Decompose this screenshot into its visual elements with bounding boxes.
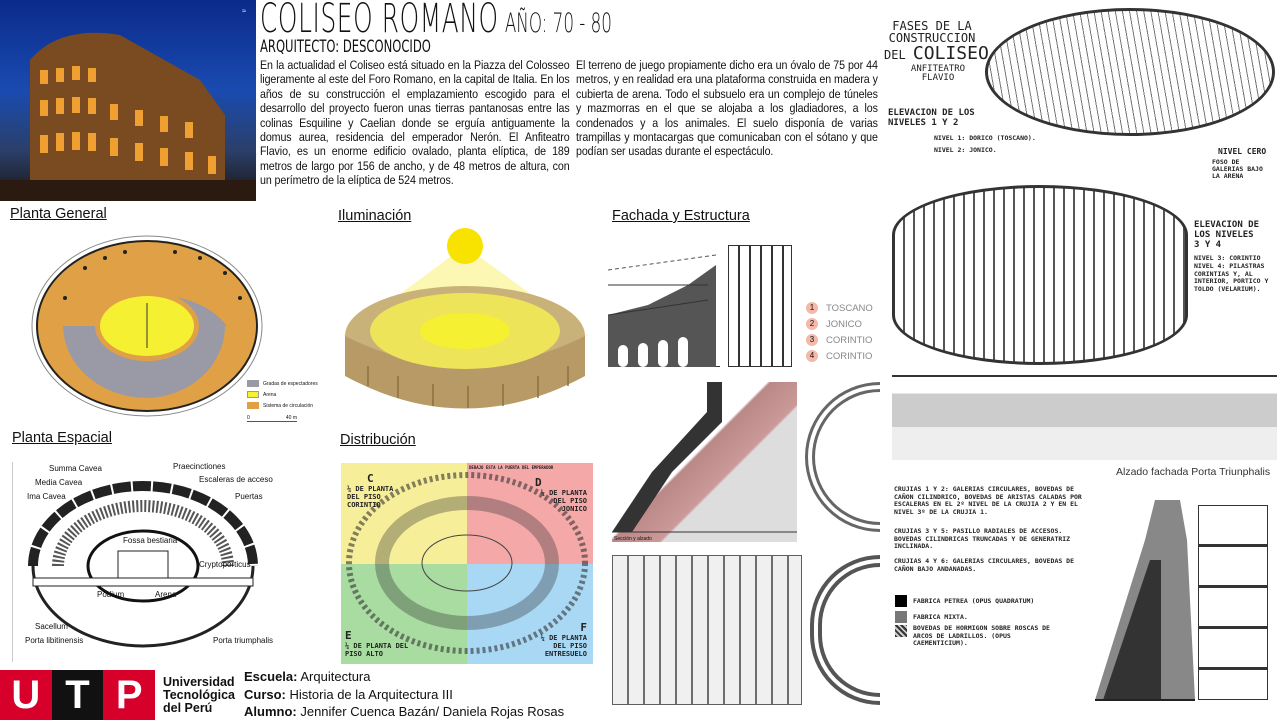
- arena-paragraph: El terreno de juego propiamente dicho er…: [576, 58, 878, 159]
- section-iluminacion: Iluminación: [338, 208, 412, 224]
- legend-item: FABRICA PETREA (OPUS QUADRATUM): [895, 593, 1095, 609]
- order-badge: 4: [806, 350, 818, 362]
- structure-section-drawing: Sección y alzado: [612, 382, 797, 542]
- legend-swatch: [247, 402, 259, 409]
- curso: Curso: Historia de la Arquitectura III: [244, 686, 453, 702]
- planta-general-plan: Gradas de espectadores Arena Sistema de …: [25, 228, 325, 428]
- legend-item: Gradas de espectadores: [247, 378, 318, 389]
- crujias-legend: FABRICA PETREA (OPUS QUADRATUM) FABRICA …: [895, 593, 1095, 648]
- alzado-caption: Alzado fachada Porta Triunphalis: [1116, 466, 1271, 478]
- architect: ARQUITECTO: DESCONOCIDO: [260, 37, 431, 57]
- section-distribucion: Distribución: [340, 432, 416, 448]
- section-planta-general: Planta General: [10, 206, 107, 222]
- crujias-elevation-drawing: [1198, 505, 1268, 700]
- legend-swatch: [247, 380, 259, 387]
- crujias-46: CRUJIAS 4 Y 6: GALERIAS CIRCULARES, BOVE…: [894, 557, 1075, 573]
- intro-paragraph: En la actualidad el Coliseo está situado…: [260, 58, 570, 188]
- elev-12: ELEVACION DE LOS NIVELES 1 Y 2: [888, 108, 975, 128]
- fases-drawing-2: [892, 185, 1188, 365]
- section-fachada: Fachada y Estructura: [612, 208, 750, 224]
- credits: Escuela: Arquitectura Curso: Historia de…: [244, 668, 564, 721]
- interior-elevation-drawing: [612, 555, 802, 705]
- fases-drawing-1: [985, 8, 1275, 136]
- fachada-elevation-drawing: [728, 245, 792, 367]
- crujias-12: CRUJIAS 1 Y 2: GALERIAS CIRCULARES, BOVE…: [894, 485, 1082, 516]
- fachada-section-drawing: [607, 245, 720, 367]
- legend-swatch: [247, 391, 259, 398]
- crujias-section-drawing: [1095, 500, 1195, 705]
- alumno: Alumno: Jennifer Cuenca Bazán/ Daniela R…: [244, 704, 565, 719]
- planta-espacial-plan: Summa Cavea Media Cavea Ima Cavea Praeci…: [12, 462, 273, 662]
- legend-item: FABRICA MIXTA.: [895, 609, 1095, 625]
- partial-plan-drawing-2: [810, 555, 880, 705]
- iluminacion-illustration: [338, 226, 600, 427]
- partial-plan-drawing: [805, 382, 880, 532]
- photo-watermark: ≈: [242, 8, 246, 15]
- year: AÑO: 70 - 80: [504, 8, 612, 39]
- escuela: Escuela: Arquitectura: [244, 669, 371, 684]
- legend-swatch: [895, 595, 907, 607]
- crujias-35: CRUJIAS 3 Y 5: PASILLO RADIALES DE ACCES…: [894, 527, 1071, 550]
- legend-item: Arena: [247, 389, 318, 400]
- legend-item: BOVEDAS DE HORMIGON SOBRE ROSCAS DE ARCO…: [895, 624, 1095, 648]
- order-badge: 1: [806, 302, 818, 314]
- section-caption: Sección y alzado: [614, 536, 652, 542]
- utp-logo: U T P: [0, 670, 156, 720]
- order-badge: 2: [806, 318, 818, 330]
- legend-swatch: [895, 611, 907, 623]
- order-badge: 3: [806, 334, 818, 346]
- section-planta-espacial: Planta Espacial: [12, 430, 112, 446]
- colosseum-night-photo: ≈: [0, 0, 256, 201]
- legend-item: Sistema de circulación: [247, 400, 318, 411]
- alzado-drawing: [892, 375, 1277, 460]
- legend-swatch: [895, 625, 907, 637]
